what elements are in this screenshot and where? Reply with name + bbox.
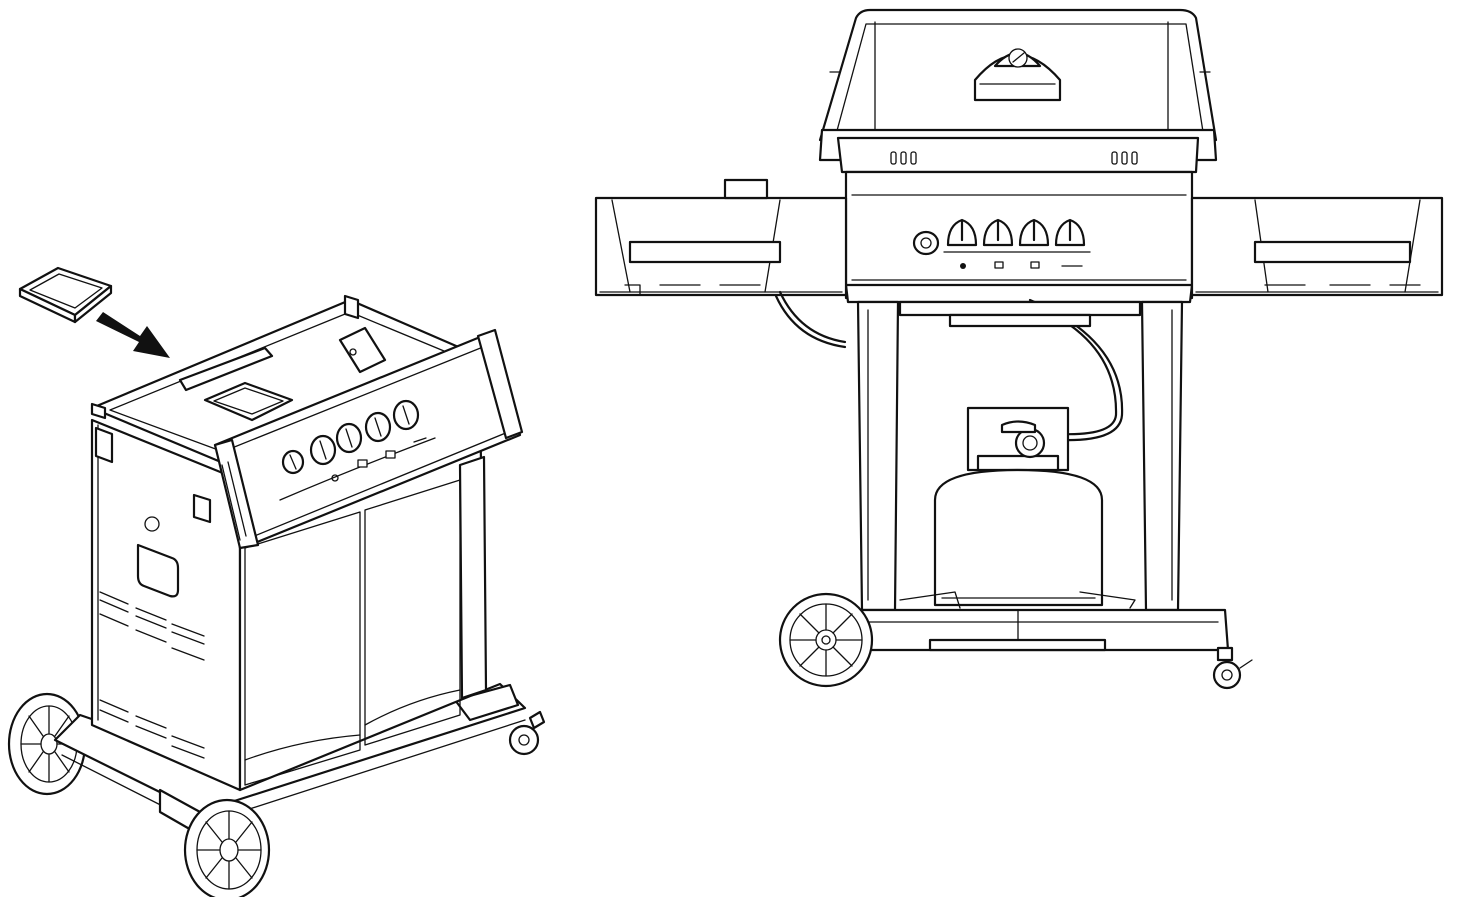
caster-wheel <box>508 710 546 756</box>
assembly-view <box>7 266 546 897</box>
control-knobs <box>281 399 427 482</box>
cabinet-side-panel <box>90 418 242 792</box>
propane-tank <box>933 406 1104 607</box>
front-wheel <box>183 798 271 897</box>
control-panel <box>213 328 524 550</box>
right-side-shelf <box>1190 196 1444 297</box>
lid-vents <box>890 151 1138 165</box>
insert-arrow <box>96 312 170 358</box>
caster-wheel-front <box>1212 646 1253 690</box>
firebox-body <box>844 170 1194 304</box>
drip-tray-installed <box>203 381 294 422</box>
drip-tray <box>18 266 113 324</box>
cart-legs <box>856 300 1184 612</box>
cabinet-top-frame <box>90 294 502 472</box>
front-view <box>594 8 1444 690</box>
left-side-shelf <box>594 178 848 297</box>
control-knobs-front <box>912 218 1091 269</box>
lid-thermometer <box>973 48 1062 102</box>
cart-wheel <box>778 592 874 688</box>
